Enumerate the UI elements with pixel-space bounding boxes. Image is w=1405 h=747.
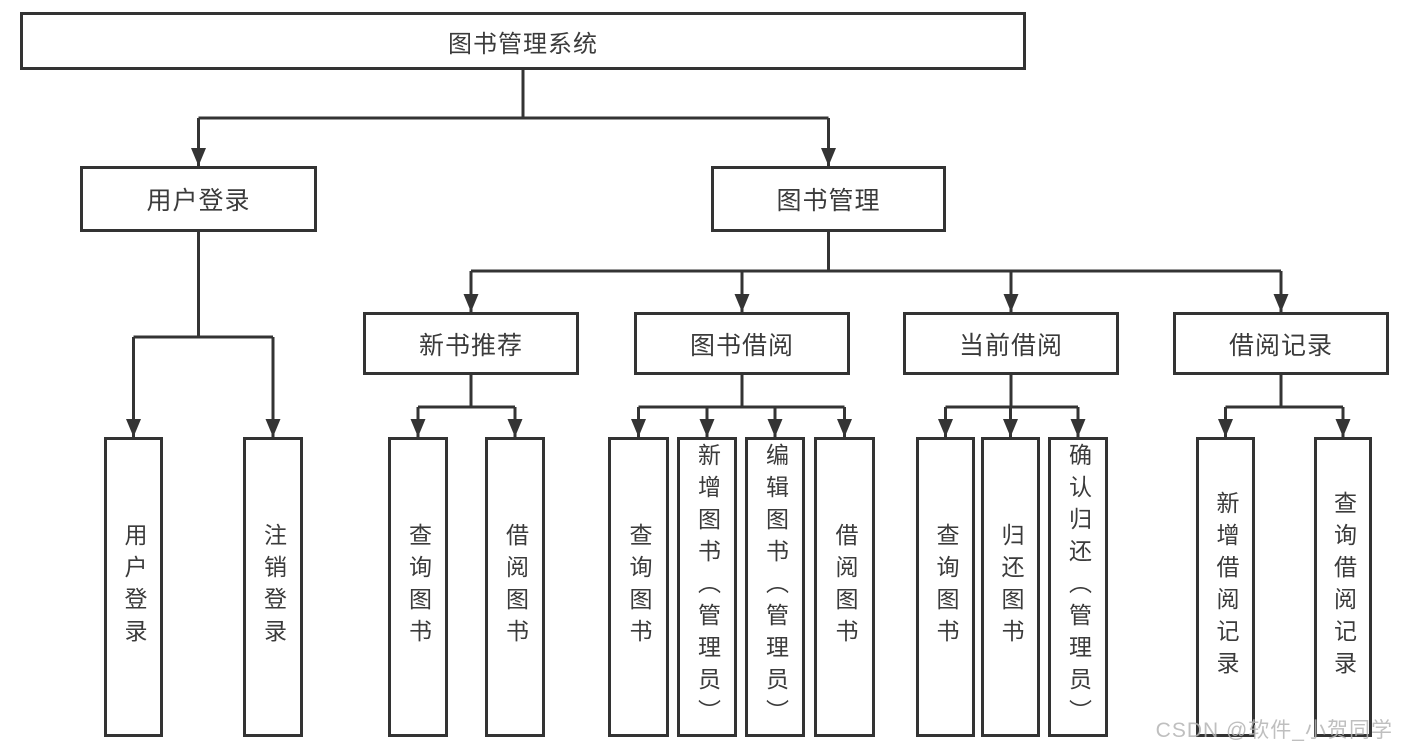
leaf-query-borrow-record: 查询借阅记录 [1314, 437, 1372, 737]
leaf-query-books-borrow: 查询图书 [608, 437, 669, 737]
leaf-add-borrow-record: 新增借阅记录 [1196, 437, 1255, 737]
node-borrowing-records: 借阅记录 [1173, 312, 1389, 375]
node-library-management-system: 图书管理系统 [20, 12, 1026, 70]
node-new-book-recommendation: 新书推荐 [363, 312, 579, 375]
leaf-logout: 注销登录 [243, 437, 303, 737]
node-label: 借阅图书 [832, 523, 858, 651]
node-user-login-module: 用户登录 [80, 166, 317, 232]
node-book-borrowing: 图书借阅 [634, 312, 850, 375]
leaf-query-books-recommend: 查询图书 [388, 437, 448, 737]
node-label: 图书借阅 [689, 331, 794, 360]
node-label: 查询图书 [405, 523, 432, 651]
node-label: 当前借阅 [958, 331, 1063, 360]
node-label: 新书推荐 [418, 331, 523, 360]
leaf-borrow-books: 借阅图书 [814, 437, 875, 737]
leaf-confirm-return-admin: 确认归还（管理员） [1048, 437, 1108, 737]
node-label: 编辑图书（管理员） [762, 443, 789, 731]
node-label: 图书管理 [776, 187, 881, 215]
leaf-edit-book-admin: 编辑图书（管理员） [745, 437, 805, 737]
node-label: 借阅图书 [502, 523, 529, 651]
node-label: 确认归还（管理员） [1065, 443, 1092, 731]
node-label: 新增借阅记录 [1213, 491, 1239, 683]
csdn-watermark: CSDN @软件_小贺同学 [1155, 719, 1393, 742]
leaf-user-login: 用户登录 [104, 437, 163, 737]
node-label: 用户登录 [146, 187, 251, 215]
node-label: 查询借阅记录 [1330, 491, 1357, 683]
node-label: 注销登录 [260, 523, 287, 651]
node-label: 查询图书 [626, 523, 652, 651]
node-book-management-module: 图书管理 [711, 166, 946, 232]
leaf-add-book-admin: 新增图书（管理员） [677, 437, 737, 737]
node-label: 图书管理系统 [448, 30, 598, 58]
node-label: 用户登录 [121, 523, 147, 651]
node-label: 新增图书（管理员） [694, 443, 721, 731]
node-label: 借阅记录 [1228, 331, 1333, 360]
node-label: 归还图书 [998, 523, 1024, 651]
node-label: 查询图书 [933, 523, 959, 651]
leaf-query-books-current: 查询图书 [916, 437, 975, 737]
leaf-borrow-books-recommend: 借阅图书 [485, 437, 545, 737]
node-current-borrowing: 当前借阅 [903, 312, 1119, 375]
leaf-return-book: 归还图书 [981, 437, 1040, 737]
